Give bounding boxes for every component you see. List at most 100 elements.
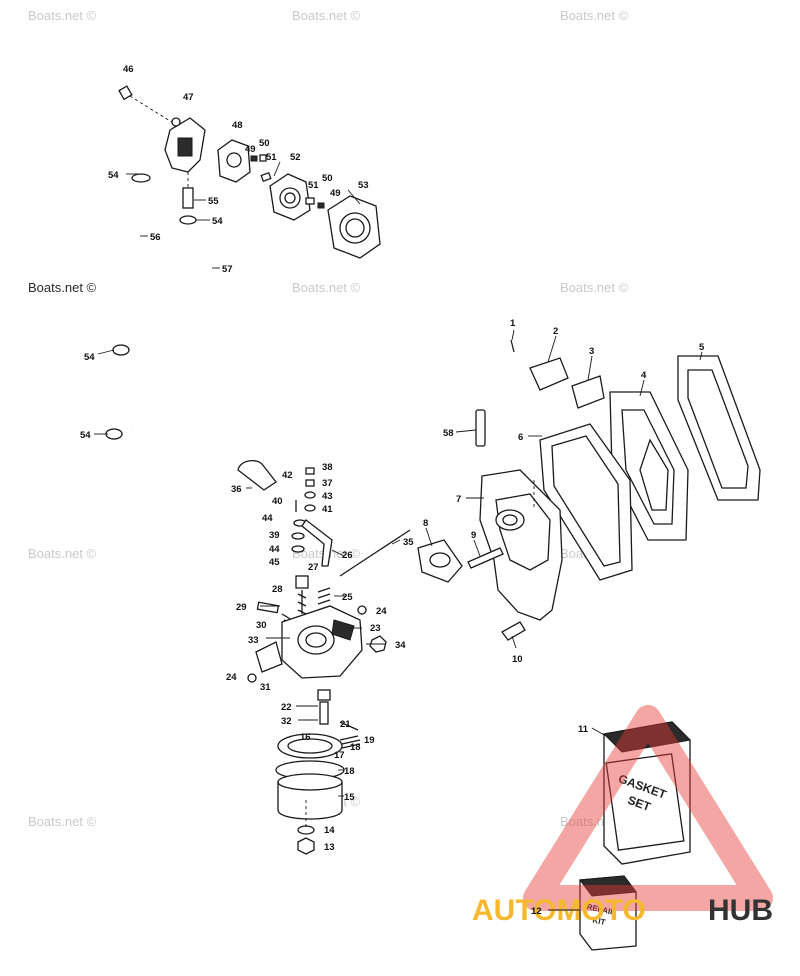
part-16-float <box>277 733 343 759</box>
callout-15: 15 <box>344 792 355 803</box>
callout-56: 56 <box>150 232 161 243</box>
callout-45: 45 <box>269 557 280 568</box>
callout-38: 38 <box>322 462 333 473</box>
callout-51: 51 <box>308 180 319 191</box>
callout-18: 18 <box>344 766 355 777</box>
repair-kit-label: KIT <box>592 915 607 927</box>
intake-plate-group <box>339 339 761 641</box>
part-8-gasket <box>417 539 463 583</box>
part-26-throttle-arm <box>301 519 333 567</box>
callout-22: 22 <box>281 702 292 713</box>
watermark: Boats.net © <box>28 280 97 295</box>
callout-54: 54 <box>84 352 95 363</box>
part-2-reed-stop <box>529 357 569 391</box>
watermark: Boats.net © <box>292 8 361 23</box>
callout-58: 58 <box>443 428 454 439</box>
callout-44: 44 <box>269 544 280 555</box>
callout-51: 51 <box>266 152 277 163</box>
logo-text-left: AUTOMOTO <box>472 894 646 927</box>
repair-kit-box: REPAIR KIT <box>579 875 637 951</box>
callout-31: 31 <box>260 682 271 693</box>
callout-50: 50 <box>322 173 333 184</box>
callout-12: 12 <box>531 906 542 917</box>
callout-37: 37 <box>322 478 333 489</box>
part-53-cover <box>327 195 381 259</box>
callout-labels: 46 47 48 49 50 51 52 50 51 49 53 54 55 5… <box>80 64 705 917</box>
callout-7: 7 <box>456 494 461 505</box>
callout-13: 13 <box>324 842 335 853</box>
part-6-gasket <box>539 423 633 581</box>
callout-21: 21 <box>340 719 351 730</box>
part-48-gasket <box>217 139 251 183</box>
callout-46: 46 <box>123 64 134 75</box>
part-10-bolt <box>501 621 526 641</box>
callout-26: 26 <box>342 550 353 561</box>
callout-54: 54 <box>80 430 91 441</box>
callout-11: 11 <box>578 724 589 735</box>
callout-2: 2 <box>553 326 558 337</box>
callout-48: 48 <box>232 120 243 131</box>
part-3-reed <box>571 375 605 409</box>
callout-8: 8 <box>423 518 428 529</box>
callout-54: 54 <box>108 170 119 181</box>
carburetor-assembly <box>237 459 387 855</box>
callout-16: 16 <box>300 732 311 743</box>
part-46-screw <box>118 85 133 101</box>
callout-24: 24 <box>376 606 387 617</box>
callout-24: 24 <box>226 672 237 683</box>
callout-34: 34 <box>395 640 406 651</box>
callout-14: 14 <box>324 825 335 836</box>
callout-57: 57 <box>222 264 233 275</box>
watermark: Boats.net © <box>560 8 629 23</box>
callout-17: 17 <box>334 750 345 761</box>
part-7-intake-manifold <box>479 469 563 621</box>
callout-47: 47 <box>183 92 194 103</box>
part-36-knob <box>237 459 277 491</box>
part-5-gasket <box>677 355 761 501</box>
callout-44: 44 <box>262 513 273 524</box>
callout-30: 30 <box>256 620 267 631</box>
callout-41: 41 <box>322 504 333 515</box>
callout-29: 29 <box>236 602 247 613</box>
part-55-fitting <box>182 187 194 209</box>
callout-50: 50 <box>259 138 270 149</box>
gasket-set-box: GASKET SET <box>602 721 692 865</box>
callout-1: 1 <box>510 318 516 329</box>
watermark: Boats.net © <box>560 280 629 295</box>
part-35-link-rod <box>339 529 411 577</box>
callout-25: 25 <box>342 592 353 603</box>
callout-9: 9 <box>471 530 476 541</box>
automotohub-logo: AUTOMOTO HUB <box>472 705 773 927</box>
callout-55: 55 <box>208 196 219 207</box>
callout-28: 28 <box>272 584 283 595</box>
callout-23: 23 <box>370 623 381 634</box>
callout-3: 3 <box>589 346 594 357</box>
callout-42: 42 <box>282 470 293 481</box>
callout-5: 5 <box>699 342 705 353</box>
watermark: Boats.net © <box>28 8 97 23</box>
callout-19: 19 <box>364 735 375 746</box>
callout-49: 49 <box>330 188 341 199</box>
callout-52: 52 <box>290 152 301 163</box>
part-52-diaphragm <box>269 173 311 221</box>
logo-text-right: HUB <box>708 894 773 927</box>
part-22-float-pin <box>317 689 331 701</box>
callout-10: 10 <box>512 654 523 665</box>
callout-43: 43 <box>322 491 333 502</box>
callout-32: 32 <box>281 716 292 727</box>
callout-33: 33 <box>248 635 259 646</box>
callout-4: 4 <box>641 370 647 381</box>
callout-54: 54 <box>212 216 223 227</box>
callout-36: 36 <box>231 484 242 495</box>
watermark: Boats.net © <box>28 814 97 829</box>
watermark: Boats.net © <box>292 280 361 295</box>
part-58-dowel <box>475 409 486 447</box>
callout-35: 35 <box>403 537 414 548</box>
fuel-pump-assembly <box>105 85 381 440</box>
part-9-stud <box>467 547 504 569</box>
part-15-float-bowl <box>277 781 343 820</box>
leader-lines <box>94 161 703 911</box>
part-13-drain-screw <box>297 837 315 855</box>
watermark: Boats.net © <box>28 546 97 561</box>
callout-18: 18 <box>350 742 361 753</box>
